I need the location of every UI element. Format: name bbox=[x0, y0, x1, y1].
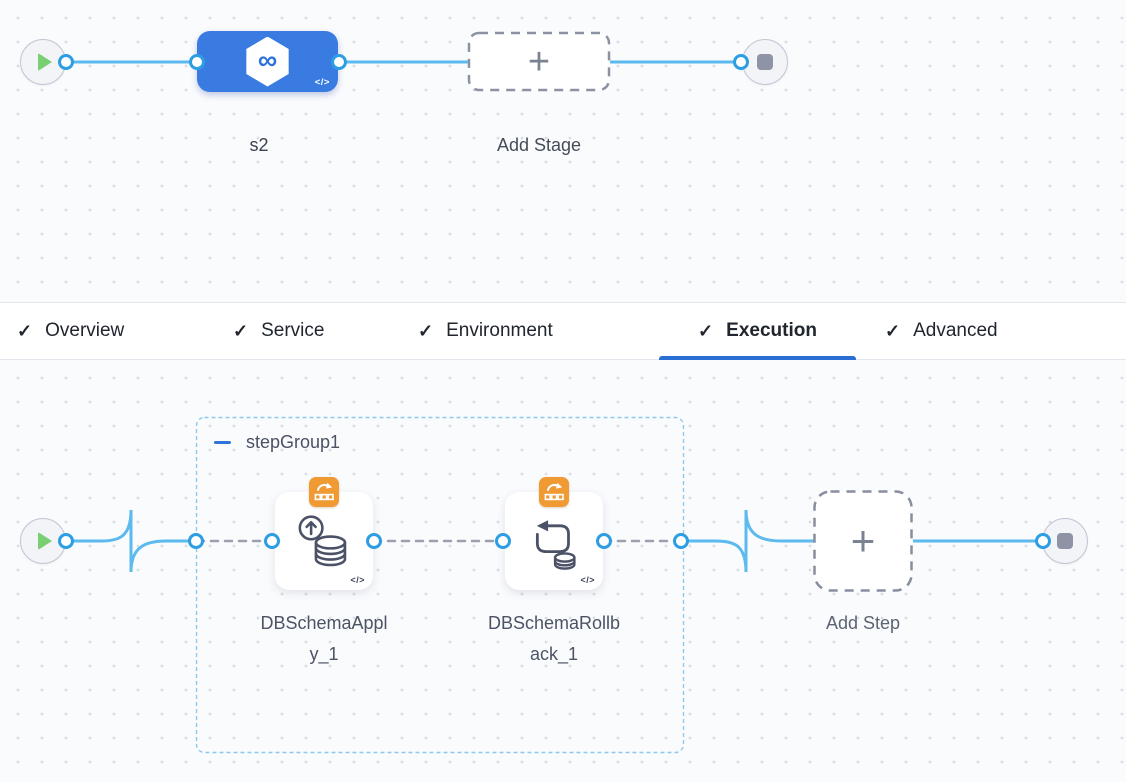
step-name-label: DBSchemaRollb ack_1 bbox=[487, 613, 621, 664]
add-stage-button[interactable]: + bbox=[468, 32, 610, 91]
check-icon: ✓ bbox=[233, 320, 249, 341]
end-node-in-port[interactable] bbox=[733, 54, 749, 70]
add-step-button[interactable]: + bbox=[813, 490, 913, 592]
stage-canvas[interactable]: ∞ </> + s2 Add Stage bbox=[0, 0, 1126, 302]
stop-icon bbox=[1057, 533, 1073, 549]
strategy-badge-glyph bbox=[544, 482, 564, 501]
tab-label: Environment bbox=[446, 320, 553, 341]
tab-label: Service bbox=[261, 320, 325, 341]
step-out-port[interactable] bbox=[596, 533, 612, 549]
step-in-port[interactable] bbox=[264, 533, 280, 549]
db-schema-apply-icon bbox=[298, 515, 347, 567]
check-icon: ✓ bbox=[17, 320, 33, 341]
check-icon: ✓ bbox=[885, 320, 901, 341]
step-group-name: stepGroup1 bbox=[246, 432, 341, 452]
start-node-out-port[interactable] bbox=[58, 533, 74, 549]
add-stage-label: Add Stage bbox=[496, 135, 582, 155]
yaml-code-icon[interactable]: </> bbox=[314, 77, 330, 88]
tab-advanced[interactable]: ✓ Advanced bbox=[885, 303, 998, 359]
tab-label: Execution bbox=[726, 320, 817, 341]
tab-label: Advanced bbox=[913, 320, 998, 341]
stop-icon bbox=[757, 54, 773, 70]
looping-strategy-icon[interactable] bbox=[309, 477, 339, 507]
stage-out-port[interactable] bbox=[331, 54, 347, 70]
stage-in-port[interactable] bbox=[189, 54, 205, 70]
tab-execution[interactable]: ✓ Execution bbox=[659, 303, 856, 360]
plus-icon: + bbox=[527, 40, 551, 83]
stage-node-s2[interactable]: ∞ </> bbox=[197, 31, 338, 92]
infinity-icon: ∞ bbox=[257, 44, 278, 75]
step-group-in-port[interactable] bbox=[188, 533, 204, 549]
pipeline-end-node[interactable] bbox=[742, 39, 788, 85]
step-node-dbschemarollback[interactable]: </> bbox=[505, 477, 603, 590]
strategy-badge-glyph bbox=[314, 482, 334, 501]
plus-icon: + bbox=[850, 517, 876, 564]
tab-overview[interactable]: ✓ Overview bbox=[17, 303, 124, 359]
stage-name-label: s2 bbox=[249, 135, 269, 155]
end-node-in-port[interactable] bbox=[1035, 533, 1051, 549]
step-group-out-port[interactable] bbox=[673, 533, 689, 549]
execution-canvas[interactable]: stepGroup1 bbox=[0, 360, 1126, 782]
check-icon: ✓ bbox=[698, 320, 714, 341]
step-in-port[interactable] bbox=[495, 533, 511, 549]
tab-label: Overview bbox=[45, 320, 125, 341]
db-schema-rollback-icon bbox=[535, 520, 576, 570]
step-node-dbschemaapply[interactable]: </> bbox=[275, 477, 373, 590]
harness-cd-hexagon-icon: ∞ bbox=[246, 36, 289, 87]
yaml-code-icon[interactable]: </> bbox=[350, 575, 365, 585]
flow-line-squiggle-left bbox=[64, 509, 198, 573]
add-step-label: Add Step bbox=[825, 613, 901, 633]
tab-service[interactable]: ✓ Service bbox=[233, 303, 324, 359]
step-name-label: DBSchemaAppl y_1 bbox=[260, 613, 388, 664]
check-icon: ✓ bbox=[418, 320, 434, 341]
step-group-header: stepGroup1 bbox=[214, 432, 340, 453]
step-out-port[interactable] bbox=[366, 533, 382, 549]
stage-config-tab-bar: ✓ Overview ✓ Service ✓ Environment ✓ Exe… bbox=[0, 302, 1126, 360]
flow-line-squiggle-right bbox=[679, 509, 815, 573]
looping-strategy-icon[interactable] bbox=[539, 477, 569, 507]
play-icon bbox=[38, 532, 52, 550]
step-group-border bbox=[195, 416, 685, 754]
start-node-out-port[interactable] bbox=[58, 54, 74, 70]
play-icon bbox=[38, 53, 52, 71]
yaml-code-icon[interactable]: </> bbox=[580, 575, 595, 585]
collapse-minus-icon[interactable] bbox=[214, 440, 231, 445]
tab-environment[interactable]: ✓ Environment bbox=[418, 303, 553, 359]
